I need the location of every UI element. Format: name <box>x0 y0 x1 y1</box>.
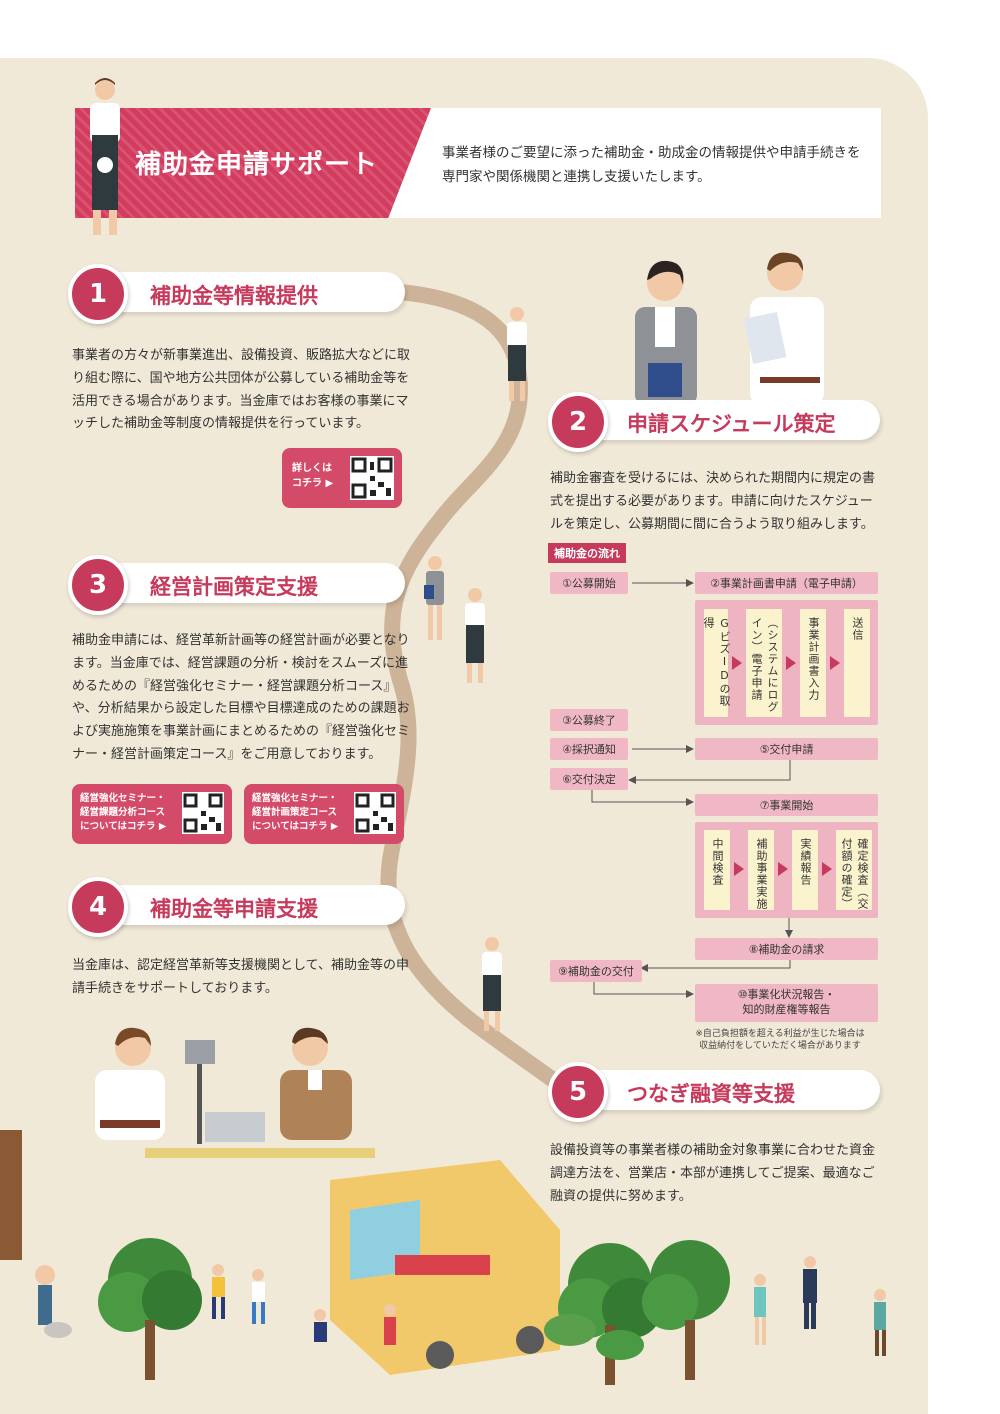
arrow-down-right-icon <box>591 790 694 806</box>
flow-step-9: ⑨補助金の交付 <box>550 960 642 982</box>
flow-step-8: ⑧補助金の請求 <box>695 938 878 960</box>
flow-footnote: ※自己負担額を超える利益が生じた場合は 収益納付をしていただく場合があります <box>690 1028 870 1052</box>
section-5-heading-bar <box>575 1070 880 1110</box>
qr-label-line-1: 詳しくは <box>292 463 332 474</box>
arrow-return-icon <box>628 760 791 784</box>
flow-step-7: ⑦事業開始 <box>695 794 878 816</box>
substep-send: 送信 <box>844 609 870 717</box>
substep-e-application: （システムにログイン）電子申請 <box>746 609 782 717</box>
section-2-number: 2 <box>548 392 608 452</box>
flow-step-2: ②事業計画書申請（電子申請） <box>695 572 878 594</box>
section-3-number: 3 <box>68 555 128 615</box>
substep-project-execution: 補助事業実施 <box>748 830 774 910</box>
flow-step-6: ⑥交付決定 <box>550 768 628 790</box>
arrow-right-icon <box>632 579 694 587</box>
planning-course-qr-button[interactable]: 経営強化セミナー・ 経営計画策定コース についてはコチラ ▶ <box>244 784 404 844</box>
flow-step-10: ⑩事業化状況報告・ 知的財産権等報告 <box>695 984 878 1022</box>
substep-plan-input: 事業計画書入力 <box>800 609 826 717</box>
arrow-return-icon <box>640 960 791 972</box>
walking-staff-2 <box>482 937 502 1031</box>
section-3-heading-bar <box>90 563 405 603</box>
qr-b-line-2: 経営計画策定コース <box>252 806 338 818</box>
section-3-title: 経営計画策定支援 <box>150 575 318 599</box>
qr-b-line-3: についてはコチラ ▶ <box>252 820 339 832</box>
substep-results-report: 実績報告 <box>792 830 818 910</box>
qr-code-icon <box>350 456 394 500</box>
flow-step-4: ④採択通知 <box>550 738 628 760</box>
section-4-number: 4 <box>68 877 128 937</box>
flow-step-10-line-1: ⑩事業化状況報告・ <box>737 988 836 1002</box>
triangle-right-icon <box>734 862 744 876</box>
arrow-down-right-icon <box>593 982 694 998</box>
section-5-title: つなぎ融資等支援 <box>627 1082 795 1106</box>
details-qr-button[interactable]: 詳しくはコチラ ▶ <box>282 448 402 508</box>
substep-gbizid: GビズIDの取得 <box>702 609 731 717</box>
flow-step-10-line-2: 知的財産権等報告 <box>742 1003 831 1016</box>
flow-step-5: ⑤交付申請 <box>695 738 878 760</box>
section-1-heading-bar <box>90 272 405 312</box>
triangle-right-icon <box>732 656 742 670</box>
analysis-course-qr-button[interactable]: 経営強化セミナー・ 経営課題分析コース についてはコチラ ▶ <box>72 784 232 844</box>
header-description: 事業者様のご要望に添った補助金・助成金の情報提供や申請手続きを専門家や関係機関と… <box>442 145 861 185</box>
section-4-title: 補助金等申請支援 <box>150 897 318 921</box>
section-5-body: 設備投資等の事業者様の補助金対象事業に合わせた資金調達方法を、営業店・本部が連携… <box>550 1143 876 1204</box>
section-3-body: 補助金申請には、経営革新計画等の経営計画が必要となります。当金庫では、経営課題の… <box>72 633 411 762</box>
header-title-banner <box>75 108 431 218</box>
qr-a-line-3: についてはコチラ ▶ <box>80 820 167 832</box>
triangle-right-icon <box>786 656 796 670</box>
triangle-right-icon <box>822 862 832 876</box>
flow-step-3: ③公募終了 <box>550 709 628 731</box>
triangle-right-icon <box>778 862 788 876</box>
staff-illustration <box>90 78 120 235</box>
header-stripes <box>75 108 431 218</box>
section-4-body: 当金庫は、認定経営革新等支援機関として、補助金等の申請手続きをサポートしておりま… <box>72 958 409 996</box>
triangle-right-icon <box>830 656 840 670</box>
section-2-heading-bar <box>575 400 880 440</box>
counter-service-illustration <box>95 1027 375 1158</box>
section-2-title: 申請スケジュール策定 <box>627 412 836 436</box>
walking-people-pair <box>424 556 485 683</box>
qr-code-icon <box>182 792 224 834</box>
section-2-body: 補助金審査を受けるには、決められた期間内に規定の書式を提出する必要があります。申… <box>550 471 876 532</box>
qr-a-line-2: 経営課題分析コース <box>80 806 166 818</box>
arrow-down-icon <box>785 918 793 938</box>
section-1-body: 事業者の方々が新事業進出、設備投資、販路拡大などに取り組む際に、国や地方公共団体… <box>72 348 411 432</box>
qr-a-line-1: 経営強化セミナー・ <box>80 793 166 804</box>
flow-step-1: ①公募開始 <box>550 572 628 594</box>
section-1-number: 1 <box>68 264 128 324</box>
substep-final-inspection: 確定検査（交付額の確定） <box>836 830 872 910</box>
substep-interim-inspection: 中間検査 <box>704 830 730 910</box>
arrow-right-icon <box>632 745 694 753</box>
street-scene-illustration <box>0 1130 886 1385</box>
flow-tag: 補助金の流れ <box>548 543 626 563</box>
flow-footnote-line-1: ※自己負担額を超える利益が生じた場合は <box>695 1029 865 1039</box>
section-1-title: 補助金等情報提供 <box>150 284 318 308</box>
header-title: 補助金申請サポート <box>135 150 379 180</box>
walking-staff-1 <box>507 307 527 401</box>
consultation-illustration <box>635 252 824 405</box>
flow-footnote-line-2: 収益納付をしていただく場合があります <box>699 1041 861 1052</box>
qr-label-line-2: コチラ ▶ <box>292 477 334 489</box>
section-4-heading-bar <box>90 885 405 925</box>
qr-b-line-1: 経営強化セミナー・ <box>252 793 338 804</box>
qr-code-icon <box>354 792 396 834</box>
section-5-number: 5 <box>548 1062 608 1122</box>
